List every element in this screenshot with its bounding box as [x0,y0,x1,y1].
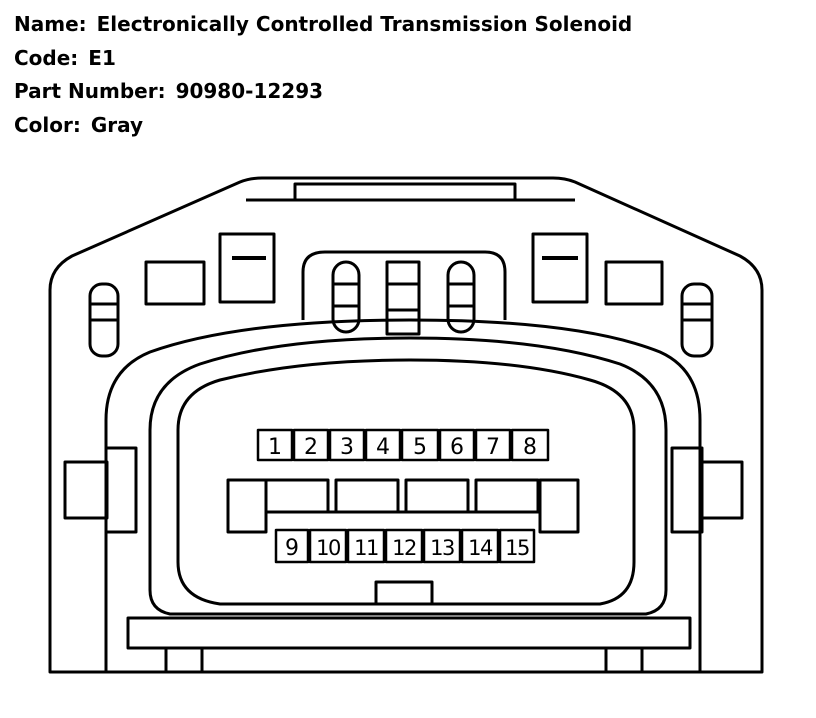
pin-9-label: 9 [285,536,299,561]
base-foot-right [604,646,644,674]
pin-11-label: 11 [354,536,378,560]
connector-inner-shroud [148,336,668,616]
top-pin-row: 1 2 3 4 5 6 7 8 [256,428,550,462]
pin-11: 11 [346,528,386,564]
part-number-row: Part Number: 90980-12293 [14,75,632,109]
part-number-label: Part Number: [14,79,166,103]
connector-shroud [104,318,702,672]
pin-2: 2 [292,428,330,462]
color-label: Color: [14,112,81,137]
color-value: Gray [90,112,144,137]
upper-left-latch [218,232,276,304]
pin-6-label: 6 [450,435,464,460]
pin-12: 12 [384,528,424,564]
pin-3: 3 [328,428,366,462]
terminal-slot-left-end [226,478,268,534]
name-label: Name: [14,12,87,36]
pin-4: 4 [364,428,402,462]
upper-right-latch [531,232,589,304]
connector-outer-housing [48,176,764,674]
terminal-slot-1 [264,478,330,514]
center-key-middle-lines [387,282,419,312]
center-key-housing [301,250,507,320]
center-key-left-lines [333,282,359,308]
pin-1: 1 [256,428,294,462]
pin-5: 5 [400,428,440,462]
pin-5-label: 5 [413,435,427,460]
right-latch-rail [670,446,704,534]
bottom-pin-row: 9 10 11 12 13 14 15 [274,528,536,564]
right-side-pill-lines [682,302,712,322]
pin-4-label: 4 [376,435,390,460]
base-foot-left [164,646,204,674]
part-number-value: 90980-12293 [175,79,324,103]
center-key-right [446,260,476,334]
pin-3-label: 3 [340,435,354,460]
pin-14-label: 14 [468,536,493,560]
center-key-right-lines [448,282,474,308]
pin-8-label: 8 [523,435,537,460]
pin-7: 7 [474,428,512,462]
pin-12-label: 12 [392,536,416,560]
left-side-pill-lines [90,302,118,322]
upper-right-square [604,260,664,306]
upper-left-square [144,260,206,306]
pin-7-label: 7 [486,435,500,460]
pin-13-label: 13 [430,536,454,560]
top-latch-tab [293,182,517,200]
pin-14: 14 [460,528,500,564]
pin-1-label: 1 [268,435,282,460]
color-row: Color: Gray [14,109,632,143]
code-label: Code: [14,45,79,70]
code-row: Code: E1 [14,42,632,76]
terminal-slot-2 [334,478,400,514]
center-key-middle [385,260,421,336]
center-key-left [331,260,361,334]
code-value: E1 [88,45,116,70]
pin-8: 8 [510,428,550,462]
terminal-slot-4 [474,478,540,514]
bottom-key [374,580,434,606]
pin-15: 15 [498,528,536,564]
connector-info: Name: Electronically Controlled Transmiss… [14,8,632,142]
name-row: Name: Electronically Controlled Transmiss… [14,8,632,42]
terminal-slot-right-end [538,478,580,534]
left-latch-rail [104,446,138,534]
pin-9: 9 [274,528,310,564]
connector-base [126,616,692,650]
pin-10: 10 [308,528,348,564]
pin-2-label: 2 [304,435,318,460]
pin-13: 13 [422,528,462,564]
pin-10-label: 10 [316,536,340,560]
terminal-slot-3 [404,478,470,514]
pin-cavity [176,358,636,606]
left-latch-block [63,460,109,520]
pin-15-label: 15 [505,536,529,560]
right-latch-block [700,460,744,520]
name-value: Electronically Controlled Transmission S… [96,12,633,36]
pin-6: 6 [438,428,476,462]
